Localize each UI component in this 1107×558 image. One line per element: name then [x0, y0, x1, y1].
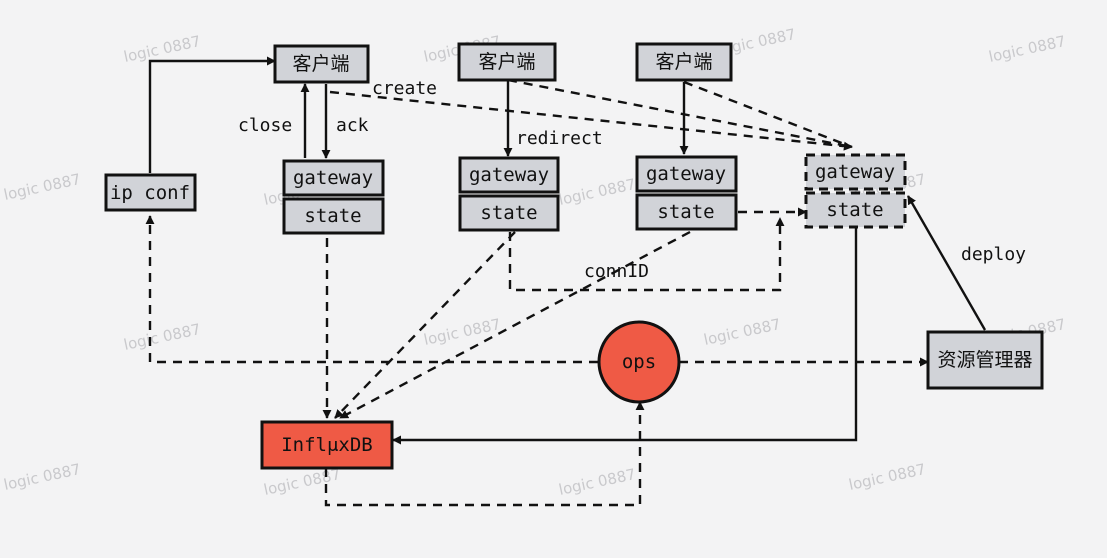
gateway-node-2[interactable]: gateway	[458, 156, 560, 194]
edge-label-redirect: redirect	[516, 128, 603, 149]
edge-labels: create close ack redirect connID deploy	[238, 78, 1026, 282]
edge-deploy	[906, 195, 987, 331]
state-node-3[interactable]: state	[635, 193, 738, 231]
watermark: logic 0887	[262, 465, 342, 499]
watermark: logic 0887	[2, 170, 82, 204]
resource-manager-node[interactable]: 资源管理器	[926, 330, 1044, 390]
client-label: 客户端	[655, 51, 712, 73]
edge-ops-to-ipconf	[145, 215, 598, 364]
gateway-label: gateway	[469, 164, 549, 186]
gateway-node-3[interactable]: gateway	[635, 155, 738, 193]
edge-state4-to-influxdb	[392, 228, 858, 445]
client-label: 客户端	[292, 53, 349, 75]
edge-state3-to-influxdb	[339, 230, 691, 420]
edge-label-deploy: deploy	[961, 244, 1026, 265]
influxdb-node[interactable]: InflμxDB	[260, 420, 394, 470]
edge-label-ack: ack	[336, 115, 369, 136]
edge-state2-to-influxdb	[334, 231, 516, 419]
state-label: state	[480, 202, 537, 224]
edge-influxdb-to-ops	[324, 401, 645, 507]
edge-client2-to-gateway4	[507, 78, 853, 149]
watermark: logic 0887	[847, 460, 927, 494]
ip-conf-label: ip conf	[110, 182, 190, 204]
edges	[145, 56, 987, 507]
client-node-2[interactable]: 客户端	[457, 42, 557, 82]
gateway-label: gateway	[293, 167, 373, 189]
edge-create	[329, 90, 853, 151]
state-node-4[interactable]: state	[804, 191, 907, 229]
state-node-2[interactable]: state	[458, 194, 560, 232]
watermark: logic 0887	[122, 320, 202, 354]
gateway-node-4[interactable]: gateway	[804, 153, 907, 191]
watermark: logic 0887	[702, 315, 782, 349]
influxdb-label: InflμxDB	[281, 434, 373, 456]
watermark: logic 0887	[422, 315, 502, 349]
watermark: logic 0887	[557, 465, 637, 499]
client-node-3[interactable]: 客户端	[635, 42, 733, 82]
state-node-1[interactable]: state	[282, 197, 385, 235]
state-label: state	[826, 199, 883, 221]
state-label: state	[304, 205, 361, 227]
edge-label-create: create	[372, 78, 437, 99]
gateway-node-1[interactable]: gateway	[282, 159, 385, 197]
edge-connid	[508, 217, 785, 292]
resource-manager-label: 资源管理器	[937, 349, 1032, 371]
watermark: logic 0887	[2, 460, 82, 494]
client-node-1[interactable]: 客户端	[273, 44, 370, 84]
edge-label-connid: connID	[584, 261, 649, 282]
edge-label-close: close	[238, 115, 292, 136]
client-label: 客户端	[478, 51, 535, 73]
watermark: logic 0887	[987, 32, 1067, 66]
nodes: 客户端 客户端 客户端 ip conf gateway state gatewa…	[104, 42, 1044, 470]
watermarks: logic 0887 logic 0887 logic 0887 logic 0…	[2, 25, 1067, 499]
ip-conf-node[interactable]: ip conf	[104, 173, 197, 212]
gateway-label: gateway	[815, 161, 895, 183]
watermark: logic 0887	[557, 175, 637, 209]
edge-client3-to-gateway4	[683, 80, 853, 149]
state-label: state	[657, 201, 714, 223]
ops-label: ops	[622, 351, 656, 373]
gateway-label: gateway	[646, 163, 726, 185]
edge-ipconf-to-client1	[148, 56, 276, 173]
ops-node[interactable]: ops	[597, 320, 681, 404]
